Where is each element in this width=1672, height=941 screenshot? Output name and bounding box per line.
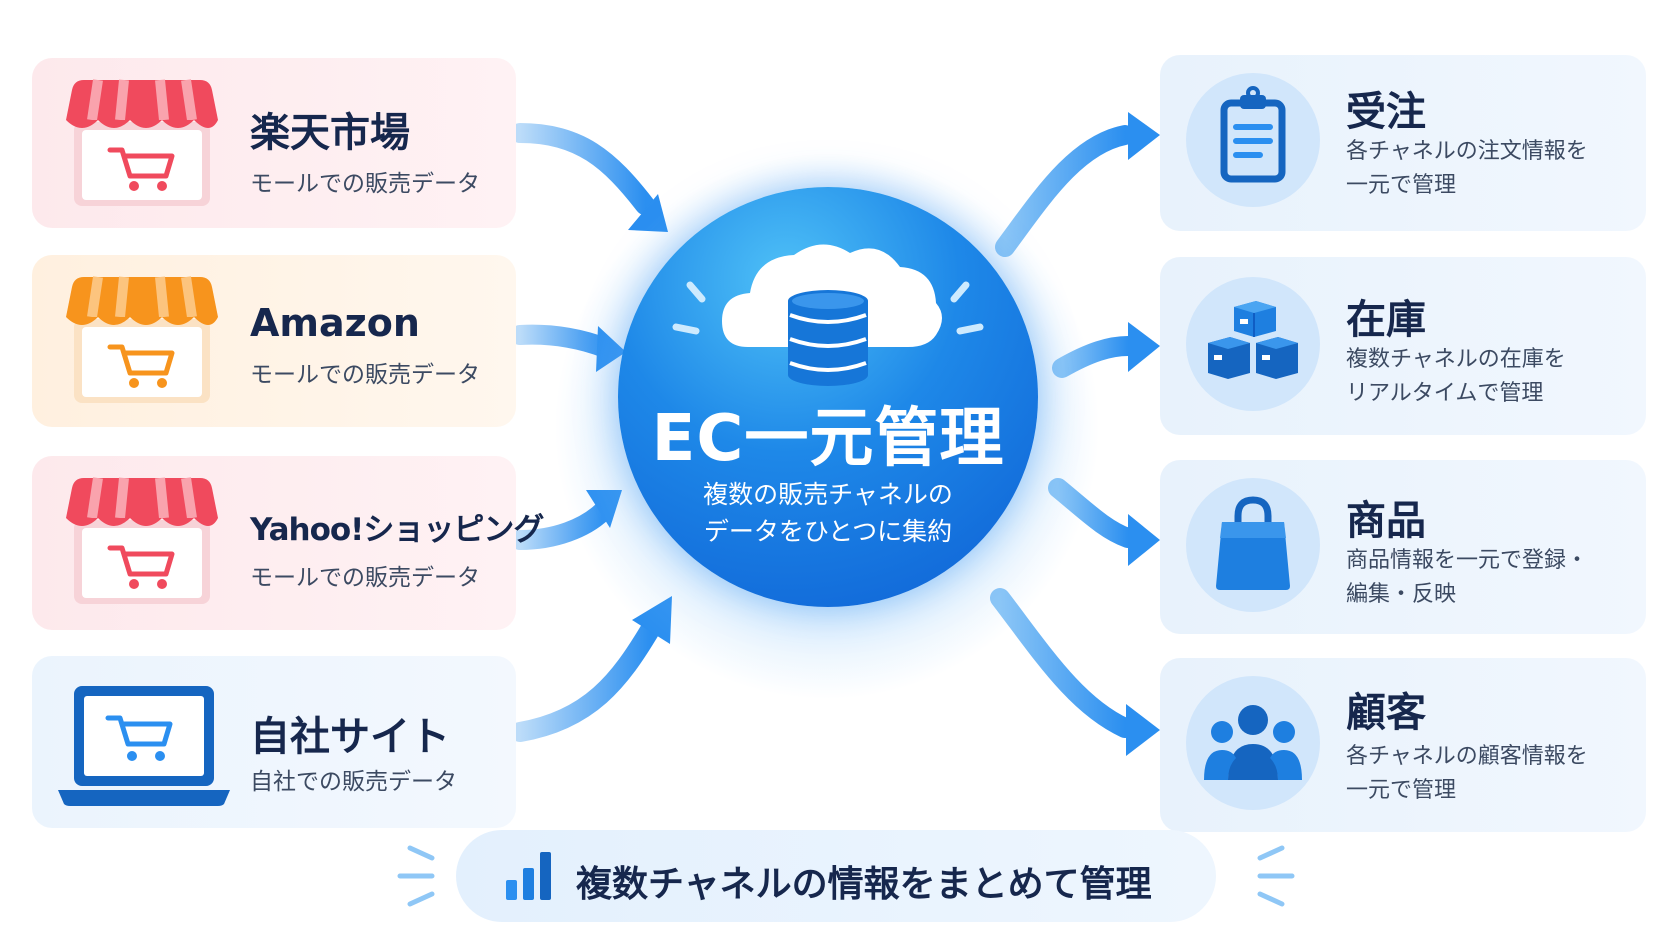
feature-title: 在庫 <box>1346 297 1426 343</box>
boxes-icon <box>1208 301 1298 379</box>
source-title: 自社サイト <box>250 714 450 760</box>
hub-subtitle-line2: データをひとつに集約 <box>703 517 953 546</box>
feature-desc-line2: 一元で管理 <box>1346 173 1457 198</box>
storefront-cart-icon <box>66 276 218 403</box>
source-subtitle: モールでの販売データ <box>250 362 480 388</box>
feature-card-orders: 受注 各チャネルの注文情報を 一元で管理 <box>1160 55 1646 231</box>
feature-desc-line2: 一元で管理 <box>1346 778 1457 803</box>
feature-title: 商品 <box>1346 498 1426 544</box>
feature-title: 顧客 <box>1346 690 1426 736</box>
inbound-arrow-2 <box>510 324 626 372</box>
banner-sparkle-left-icon <box>397 845 435 907</box>
storefront-cart-icon <box>66 79 218 206</box>
feature-desc-line1: 各チャネルの注文情報を <box>1346 139 1588 164</box>
source-card-amazon: Amazon モールでの販売データ <box>32 255 516 427</box>
outbound-arrow-2 <box>1052 322 1160 378</box>
outbound-arrow-1 <box>995 112 1160 257</box>
feature-icon-circle <box>1186 478 1320 612</box>
hub-circle: EC一元管理 複数の販売チャネルの データをひとつに集約 <box>618 187 1038 607</box>
source-card-rakuten: 楽天市場 モールでの販売データ <box>32 58 516 228</box>
feature-card-inventory: 在庫 複数チャネルの在庫を リアルタイムで管理 <box>1160 257 1646 435</box>
shopping-bag-icon <box>1216 496 1290 590</box>
banner-text: 複数チャネルの情報をまとめて管理 <box>576 864 1152 905</box>
clipboard-icon <box>1220 86 1286 183</box>
source-subtitle: 自社での販売データ <box>250 769 457 795</box>
feature-title: 受注 <box>1346 89 1426 135</box>
outbound-arrow-3 <box>1048 478 1160 566</box>
feature-desc: 各チャネルの顧客情報を 一元で管理 <box>1346 740 1616 808</box>
hub-subtitle-line1: 複数の販売チャネルの <box>703 480 953 509</box>
inbound-arrow-4 <box>510 596 672 742</box>
feature-icon-circle <box>1186 277 1320 411</box>
feature-card-products: 商品 商品情報を一元で登録・ 編集・反映 <box>1160 460 1646 634</box>
storefront-cart-icon <box>66 477 218 604</box>
inbound-arrow-1 <box>510 123 668 232</box>
bar-chart-icon <box>506 852 551 900</box>
banner-sparkle-right-icon <box>1257 845 1295 907</box>
feature-desc: 商品情報を一元で登録・ 編集・反映 <box>1346 544 1616 612</box>
cloud-database-icon <box>672 244 984 386</box>
source-card-own-site: 自社サイト 自社での販売データ <box>32 656 516 828</box>
source-subtitle: モールでの販売データ <box>250 171 480 197</box>
feature-desc-line1: 複数チャネルの在庫を <box>1346 347 1566 372</box>
source-card-yahoo-shopping: Yahoo!ショッピング モールでの販売データ <box>32 456 544 630</box>
summary-banner: 複数チャネルの情報をまとめて管理 <box>456 830 1216 922</box>
source-title: Yahoo!ショッピング <box>250 512 544 548</box>
feature-icon-circle <box>1186 676 1320 810</box>
hub-title: EC一元管理 <box>651 402 1005 476</box>
feature-card-customers: 顧客 各チャネルの顧客情報を 一元で管理 <box>1160 658 1646 832</box>
feature-desc-line2: 編集・反映 <box>1346 582 1457 607</box>
outbound-arrow-4 <box>990 588 1160 756</box>
feature-desc-line2: リアルタイムで管理 <box>1346 381 1544 406</box>
feature-desc-line1: 商品情報を一元で登録・ <box>1346 548 1589 573</box>
feature-desc: 複数チャネルの在庫を リアルタイムで管理 <box>1346 343 1616 411</box>
source-title: Amazon <box>250 301 420 345</box>
feature-desc-line1: 各チャネルの顧客情報を <box>1346 744 1588 769</box>
users-icon <box>1204 705 1302 780</box>
source-title: 楽天市場 <box>250 110 410 156</box>
laptop-cart-icon <box>58 686 230 806</box>
source-subtitle: モールでの販売データ <box>250 565 480 591</box>
feature-desc: 各チャネルの注文情報を 一元で管理 <box>1346 135 1616 203</box>
inbound-arrow-3 <box>510 490 622 550</box>
feature-icon-circle <box>1186 73 1320 207</box>
